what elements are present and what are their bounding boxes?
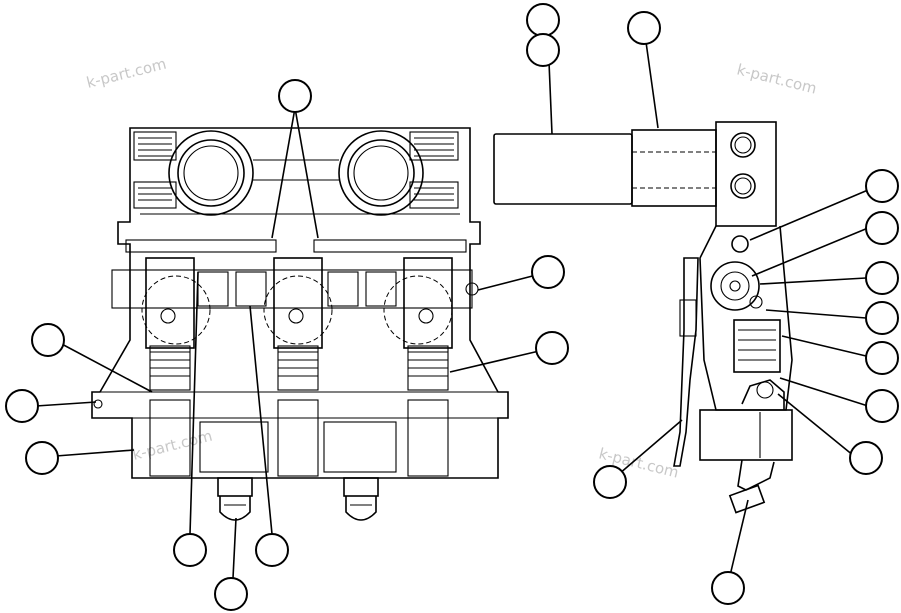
port-left — [168, 130, 254, 216]
callout-7 — [31, 323, 65, 357]
callout-17 — [865, 341, 899, 375]
valve-block-front-view — [91, 127, 509, 521]
valve-block-side-view — [493, 121, 793, 514]
callout-18 — [865, 389, 899, 423]
callout-1 — [526, 3, 560, 37]
watermark-3: k-part.com — [131, 427, 215, 464]
callout-15 — [865, 261, 899, 295]
upper-grille-right — [409, 131, 459, 209]
callout-6 — [535, 331, 569, 365]
callout-11 — [255, 533, 289, 567]
spool-section-1 — [141, 257, 211, 477]
callout-10 — [173, 533, 207, 567]
callout-16 — [865, 301, 899, 335]
callout-14 — [865, 211, 899, 245]
callouts — [5, 3, 899, 611]
callout-19 — [849, 441, 883, 475]
upper-grille-left — [133, 131, 177, 209]
callout-4 — [278, 79, 312, 113]
watermark-2: k-part.com — [735, 60, 819, 97]
leader-lines — [35, 41, 869, 585]
callout-2 — [526, 33, 560, 67]
callout-12 — [214, 577, 248, 611]
spool-section-3 — [383, 257, 453, 477]
watermark-1: k-part.com — [85, 55, 169, 92]
plug-right — [343, 477, 379, 521]
callout-5 — [531, 255, 565, 289]
callout-13 — [865, 169, 899, 203]
callout-9 — [25, 441, 59, 475]
spool-section-2 — [263, 257, 333, 477]
callout-3 — [627, 11, 661, 45]
callout-8 — [5, 389, 39, 423]
callout-20 — [593, 465, 627, 499]
callout-21 — [711, 571, 745, 605]
plug-left — [217, 477, 253, 521]
port-right — [338, 130, 424, 216]
